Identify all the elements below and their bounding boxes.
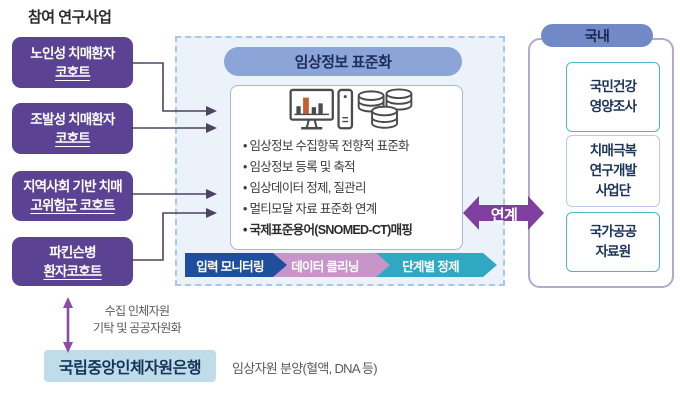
computer-tower-icon xyxy=(337,88,354,130)
bullet-item: 임상정보 등록 및 축적 xyxy=(243,157,458,178)
cohort-label-line2: 코호트 xyxy=(55,64,91,80)
biobank-distribution-note: 임상자원 분양(혈액, DNA 등) xyxy=(232,361,378,376)
cohort-label-line1: 노인성 치매환자 xyxy=(30,45,115,61)
cohort-label-line1: 조발성 치매환자 xyxy=(30,111,115,127)
domestic-item-dementia-rnd-group: 치매극복 연구개발 사업단 xyxy=(566,135,660,207)
cohort-label-line2: 고위험군 코호트 xyxy=(30,198,115,213)
bullet-item: 멀티모달 자료 표준화 연계 xyxy=(243,199,458,220)
cohort-box-senile-dementia: 노인성 치매환자 코호트 xyxy=(12,37,133,88)
data-icons-cluster xyxy=(289,88,413,130)
pipeline-step-data-cleaning: 데이터 클리닝 xyxy=(272,253,390,277)
cohort-box-community-high-risk: 지역사회 기반 치매 고위험군 코호트 xyxy=(12,171,133,221)
cohort-box-parkinsons: 파킨슨병 환자코호트 xyxy=(12,237,133,286)
cohort-label-line2: 환자코호트 xyxy=(43,263,102,279)
bullet-item: 임상데이터 정제, 질관리 xyxy=(243,178,458,199)
page-title: 참여 연구사업 xyxy=(28,9,112,26)
cohort-label-line1: 파킨슨병 xyxy=(49,244,96,260)
bullet-item: 국제표준용어(SNOMED-CT)매핑 xyxy=(243,220,458,241)
biobank-deposit-note: 수집 인체자원 기탁 및 공공자원화 xyxy=(93,304,182,335)
linkage-arrow-label: 연계 xyxy=(490,207,518,224)
national-biobank-box: 국립중앙인체자원은행 xyxy=(44,350,216,382)
pipeline-step-stepwise-refinement: 단계별 정제 xyxy=(376,253,497,277)
domestic-item-national-health-survey: 국민건강 영양조사 xyxy=(566,62,660,132)
bullet-item: 임상정보 수집항목 전향적 표준화 xyxy=(243,136,458,157)
pipeline-step-input-monitoring: 입력 모니터링 xyxy=(185,253,287,277)
clinical-info-standardization-header: 임상정보 표준화 xyxy=(224,47,462,76)
domestic-item-national-public-data: 국가공공 자료원 xyxy=(566,212,660,272)
standardization-bullet-list: 임상정보 수집항목 전향적 표준화 임상정보 등록 및 축적 임상데이터 정제,… xyxy=(243,136,458,241)
cohort-box-early-onset-dementia: 조발성 치매환자 코호트 xyxy=(12,103,133,154)
biobank-double-arrow xyxy=(63,297,73,353)
monitor-bar-chart-icon xyxy=(289,88,334,130)
cohort-label-line2: 코호트 xyxy=(55,130,91,146)
cohort-label-line1: 지역사회 기반 치매 xyxy=(23,179,123,194)
domestic-header: 국내 xyxy=(541,24,653,47)
database-coins-icon xyxy=(357,88,413,129)
